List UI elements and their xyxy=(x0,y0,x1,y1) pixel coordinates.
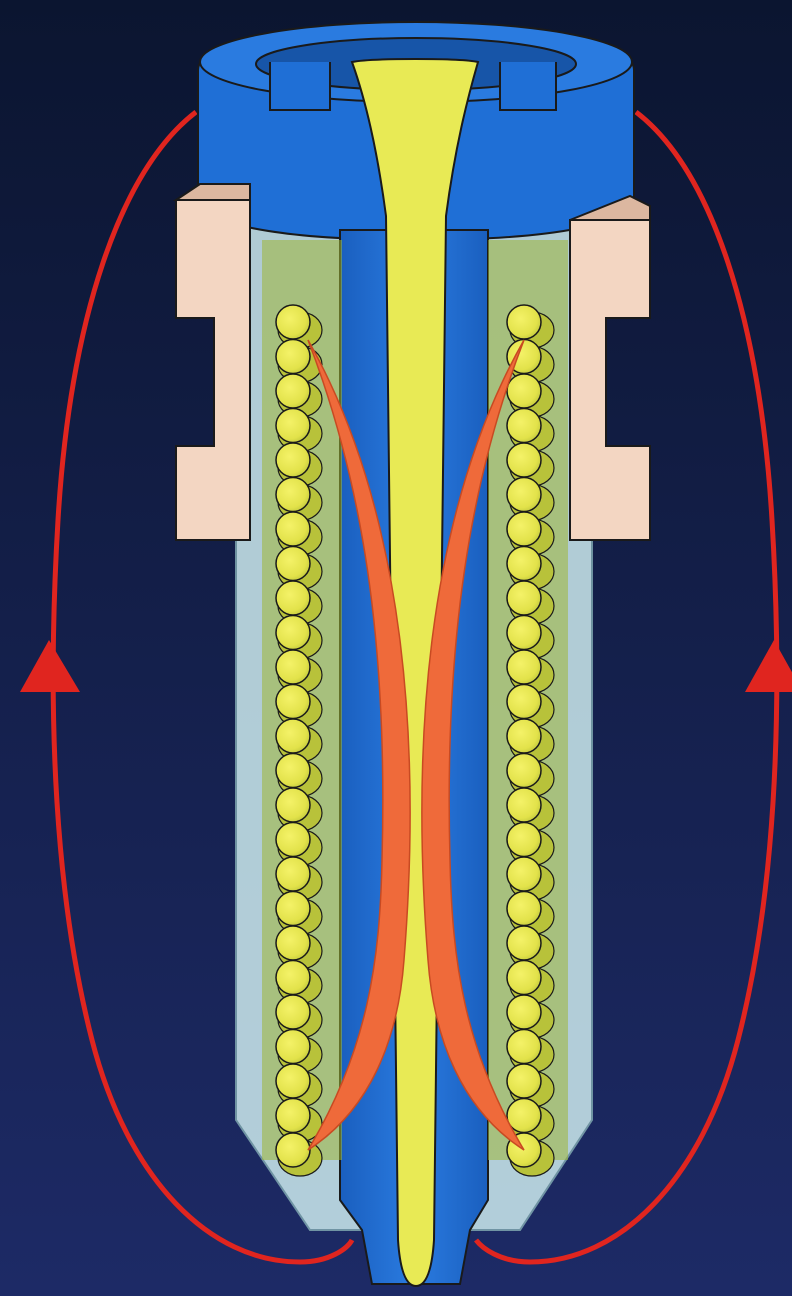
coil-turn xyxy=(507,685,541,719)
coil-turn xyxy=(276,409,310,443)
coil-turn xyxy=(507,581,541,615)
coil-turn xyxy=(276,754,310,788)
coil-turn xyxy=(276,1133,310,1167)
coil-turn xyxy=(507,616,541,650)
coil-turn xyxy=(507,409,541,443)
coil-turn xyxy=(276,512,310,546)
coil-turn xyxy=(276,926,310,960)
coil-turn xyxy=(507,961,541,995)
coil-turn xyxy=(507,1030,541,1064)
coil-turn xyxy=(276,892,310,926)
coil-turn xyxy=(276,374,310,408)
coil-turn xyxy=(276,547,310,581)
coil-turn xyxy=(276,650,310,684)
coil-turn xyxy=(276,685,310,719)
coil-turn xyxy=(276,857,310,891)
coil-turn xyxy=(507,788,541,822)
heater-coil-right xyxy=(507,305,554,1176)
coil-turn xyxy=(507,1064,541,1098)
heater-coil-left xyxy=(276,305,322,1176)
coil-turn xyxy=(276,1064,310,1098)
coil-turn xyxy=(276,788,310,822)
coil-turn xyxy=(507,443,541,477)
coil-turn xyxy=(507,478,541,512)
coil-turn xyxy=(276,719,310,753)
coil-turn xyxy=(276,443,310,477)
coil-turn xyxy=(507,305,541,339)
coil-turn xyxy=(276,478,310,512)
coil-turn xyxy=(507,754,541,788)
coil-turn xyxy=(276,340,310,374)
coil-turn xyxy=(507,1099,541,1133)
coil-turn xyxy=(276,995,310,1029)
coil-turn xyxy=(507,650,541,684)
coil-turn xyxy=(507,857,541,891)
coil-turn xyxy=(507,547,541,581)
coil-turn xyxy=(276,581,310,615)
coil-turn xyxy=(276,1099,310,1133)
coil-turn xyxy=(507,823,541,857)
coil-turn xyxy=(276,961,310,995)
coil-turn xyxy=(276,616,310,650)
coil-turn xyxy=(507,995,541,1029)
coil-turn xyxy=(276,823,310,857)
coil-turn xyxy=(507,892,541,926)
coil-turn xyxy=(507,719,541,753)
coil-turn xyxy=(507,512,541,546)
coil-turn xyxy=(276,305,310,339)
coil-turn xyxy=(507,374,541,408)
coil-turn xyxy=(276,1030,310,1064)
coil-turn xyxy=(507,926,541,960)
